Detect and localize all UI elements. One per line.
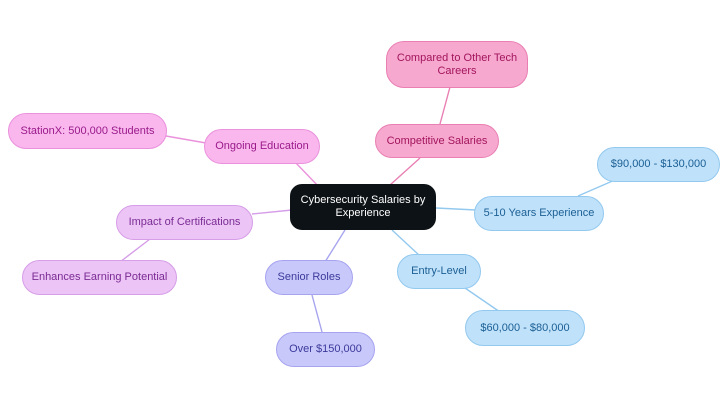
link-entry-child — [464, 287, 501, 313]
leaf-over-150000[interactable]: Over $150,000 — [276, 332, 375, 367]
link-center-competitive — [389, 157, 421, 186]
leaf-stationx-students-label: StationX: 500,000 Students — [20, 124, 155, 137]
branch-5-10-years-experience-label: 5-10 Years Experience — [483, 207, 595, 219]
branch-entry-level[interactable]: Entry-Level — [397, 254, 481, 289]
leaf-90000-130000-label: $90,000 - $130,000 — [610, 158, 707, 170]
branch-ongoing-education-label: Ongoing Education — [215, 140, 309, 152]
leaf-compared-to-tech-careers[interactable]: Compared to Other Tech Careers — [386, 41, 528, 88]
branch-competitive-salaries-label: Competitive Salaries — [386, 134, 488, 147]
leaf-90000-130000[interactable]: $90,000 - $130,000 — [597, 147, 720, 182]
branch-senior-roles-label: Senior Roles — [277, 271, 341, 283]
branch-5-10-years-experience[interactable]: 5-10 Years Experience — [474, 196, 604, 231]
branch-senior-roles[interactable]: Senior Roles — [265, 260, 353, 295]
branch-entry-level-label: Entry-Level — [411, 265, 467, 277]
central-topic-label: Cybersecurity Salaries by Experience — [300, 194, 426, 219]
link-center-senior — [324, 229, 346, 263]
link-education-child — [165, 135, 207, 144]
leaf-over-150000-label: Over $150,000 — [289, 343, 362, 355]
leaf-60000-80000[interactable]: $60,000 - $80,000 — [465, 310, 585, 346]
link-center-education — [294, 161, 321, 189]
link-competitive-child — [439, 86, 451, 125]
leaf-stationx-students[interactable]: StationX: 500,000 Students — [8, 113, 167, 149]
branch-competitive-salaries[interactable]: Competitive Salaries — [375, 124, 499, 158]
leaf-enhances-earning-potential-label: Enhances Earning Potential — [31, 271, 168, 283]
leaf-compared-to-tech-careers-label: Compared to Other Tech Careers — [396, 51, 518, 77]
central-topic[interactable]: Cybersecurity Salaries by Experience — [290, 184, 436, 230]
link-center-entry — [391, 229, 421, 257]
branch-impact-of-certifications-label: Impact of Certifications — [128, 216, 241, 228]
link-senior-child — [311, 294, 323, 333]
branch-ongoing-education[interactable]: Ongoing Education — [204, 129, 320, 164]
leaf-enhances-earning-potential[interactable]: Enhances Earning Potential — [22, 260, 177, 295]
link-center-midlevel — [435, 207, 477, 211]
link-center-certifications — [251, 209, 293, 215]
branch-impact-of-certifications[interactable]: Impact of Certifications — [116, 205, 253, 240]
link-certifications-child — [119, 238, 151, 263]
leaf-60000-80000-label: $60,000 - $80,000 — [480, 321, 570, 334]
